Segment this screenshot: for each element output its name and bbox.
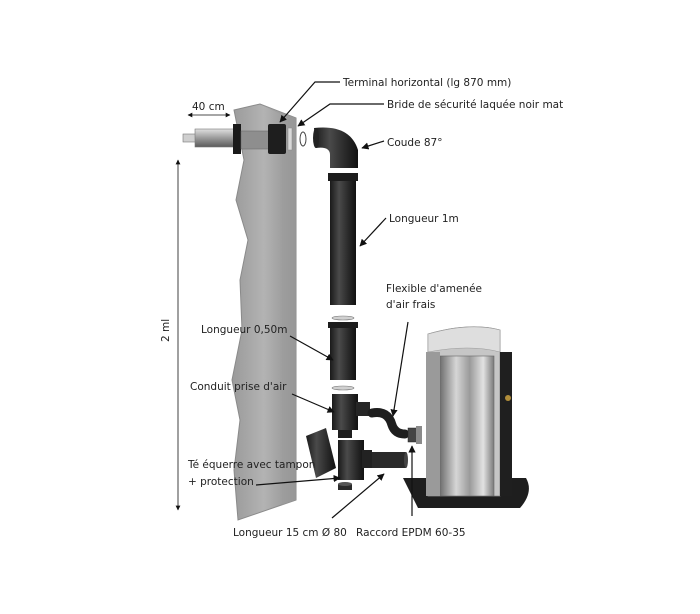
tee-piece bbox=[306, 428, 372, 480]
leader-coude bbox=[361, 140, 385, 150]
fresh-air-flexible bbox=[367, 408, 410, 439]
pipe-15cm bbox=[372, 452, 408, 468]
label-coude: Coude 87° bbox=[387, 137, 442, 149]
leader-te bbox=[255, 474, 341, 486]
air-intake-connector bbox=[332, 394, 370, 438]
label-te-line1: Té équerre avec tampon bbox=[187, 459, 315, 471]
label-flexible-line1: Flexible d'amenée bbox=[386, 283, 482, 295]
label-longueur-15: Longueur 15 cm Ø 80 bbox=[233, 527, 347, 539]
leader-longueur-1m bbox=[359, 217, 387, 247]
label-longueur-1m: Longueur 1m bbox=[389, 213, 459, 225]
pipe-1m bbox=[328, 173, 358, 305]
label-te-line2: + protection bbox=[188, 476, 254, 488]
dimension-40cm-label: 40 cm bbox=[192, 101, 225, 113]
leader-lines bbox=[255, 81, 416, 519]
leader-terminal bbox=[279, 81, 340, 123]
wall bbox=[231, 103, 297, 521]
elbow-87 bbox=[313, 127, 358, 168]
pipe-050m bbox=[328, 322, 358, 380]
leader-bride bbox=[297, 103, 384, 127]
cap-protection bbox=[338, 482, 352, 490]
stove bbox=[403, 326, 529, 508]
label-bride: Bride de sécurité laquée noir mat bbox=[387, 99, 563, 111]
leader-longueur-15 bbox=[331, 473, 385, 519]
dimension-2ml-label: 2 ml bbox=[160, 319, 172, 342]
horizontal-terminal bbox=[182, 124, 307, 154]
dimension-40cm: 40 cm bbox=[187, 101, 231, 118]
label-longueur-050: Longueur 0,50m bbox=[201, 324, 287, 336]
label-flexible-line2: d'air frais bbox=[386, 299, 435, 311]
epdm-fitting bbox=[407, 426, 422, 444]
leader-flexible bbox=[390, 321, 409, 417]
label-terminal: Terminal horizontal (lg 870 mm) bbox=[342, 77, 511, 89]
label-raccord: Raccord EPDM 60-35 bbox=[356, 527, 466, 539]
leader-conduit bbox=[291, 393, 335, 413]
dimension-2ml: 2 ml bbox=[160, 159, 181, 511]
leader-longueur-050 bbox=[289, 335, 334, 361]
label-conduit: Conduit prise d'air bbox=[190, 381, 287, 393]
